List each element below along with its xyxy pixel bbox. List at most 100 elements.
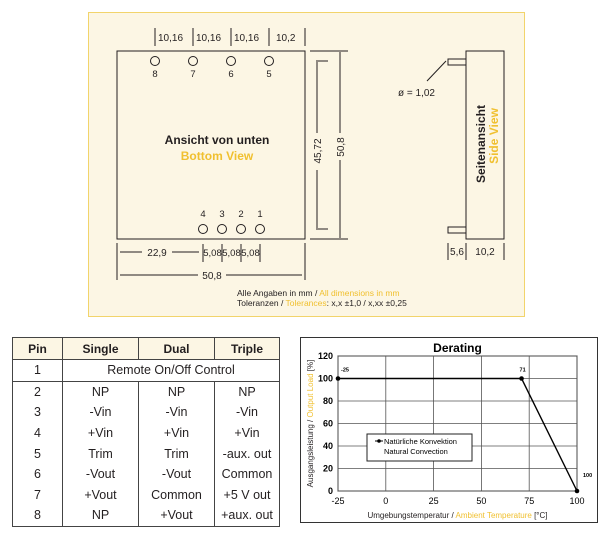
pin-assignment-table: Pin Single Dual Triple 1 Remote On/Off C… bbox=[12, 337, 280, 527]
triple-cell: Common bbox=[214, 463, 280, 485]
legend-label-de: Natürliche Konvektion bbox=[384, 437, 457, 446]
x-tick-label: 100 bbox=[569, 496, 584, 506]
side-pin-bottom bbox=[447, 226, 467, 234]
pin-number: 3 bbox=[12, 402, 63, 423]
single-cell: +Vout bbox=[62, 484, 139, 506]
legend-box bbox=[366, 433, 473, 462]
pin-label-5: 5 bbox=[266, 69, 271, 80]
dual-cell: Common bbox=[138, 484, 215, 506]
triple-cell: +5 V out bbox=[214, 484, 280, 506]
header-single: Single bbox=[62, 337, 139, 360]
pin-label-4: 4 bbox=[200, 209, 205, 220]
single-cell: NP bbox=[62, 381, 139, 403]
pin-number: 1 bbox=[12, 359, 63, 382]
dim-width: 50,8 bbox=[202, 271, 222, 282]
header-pin: Pin bbox=[12, 337, 63, 360]
data-point bbox=[335, 376, 341, 381]
chart-title: Derating bbox=[433, 341, 482, 355]
dimension-drawing-panel bbox=[88, 12, 525, 317]
x-tick-label: 50 bbox=[476, 496, 486, 506]
dim-side-height: 10,2 bbox=[475, 247, 495, 258]
pin-5-hole bbox=[264, 56, 274, 66]
single-cell: -Vin bbox=[62, 402, 139, 423]
dim-top-4: 10,2 bbox=[276, 33, 296, 44]
dual-cell: NP bbox=[138, 381, 215, 403]
pin-diameter: ø = 1,02 bbox=[398, 88, 435, 99]
notes-dimensions: Alle Angaben in mm / All dimensions in m… bbox=[237, 288, 400, 298]
data-label: -25 bbox=[341, 368, 349, 374]
data-label: 100 bbox=[583, 473, 592, 479]
data-label: 71 bbox=[520, 368, 526, 374]
dual-cell: -Vout bbox=[138, 463, 215, 485]
pin-label-1: 1 bbox=[257, 209, 262, 220]
legend-marker bbox=[377, 439, 381, 443]
dual-cell: +Vin bbox=[138, 422, 215, 444]
pin-4-hole bbox=[198, 224, 208, 234]
pin-number: 8 bbox=[12, 505, 63, 527]
single-cell: -Vout bbox=[62, 463, 139, 485]
dim-side-standoff: 5,6 bbox=[450, 247, 464, 258]
header-dual: Dual bbox=[138, 337, 215, 360]
data-point bbox=[574, 488, 580, 494]
dim-pitch-3: 5,08 bbox=[241, 248, 260, 259]
y-tick-label: 60 bbox=[323, 419, 333, 429]
pin-2-hole bbox=[236, 224, 246, 234]
dim-pitch-2: 5,08 bbox=[222, 248, 241, 259]
module-body-side-view bbox=[465, 50, 505, 240]
y-tick-label: 80 bbox=[323, 396, 333, 406]
single-cell: NP bbox=[62, 505, 139, 527]
single-cell: Trim bbox=[62, 443, 139, 464]
legend-label-en: Natural Convection bbox=[384, 447, 448, 456]
pin-label-6: 6 bbox=[228, 69, 233, 80]
pin-6-hole bbox=[226, 56, 236, 66]
data-point bbox=[519, 376, 524, 381]
pin-number: 6 bbox=[12, 463, 63, 485]
x-tick-label: 25 bbox=[429, 496, 439, 506]
dim-offset: 22,9 bbox=[147, 248, 167, 259]
y-tick-label: 40 bbox=[323, 441, 333, 451]
dual-cell: -Vin bbox=[138, 402, 215, 423]
table-header-row: Pin Single Dual Triple bbox=[12, 337, 280, 360]
pin-number: 5 bbox=[12, 443, 63, 464]
header-triple: Triple bbox=[214, 337, 280, 360]
triple-cell: -aux. out bbox=[214, 443, 280, 464]
dim-top-2: 10,16 bbox=[196, 33, 221, 44]
pin-7-hole bbox=[188, 56, 198, 66]
dim-pitch-1: 5,08 bbox=[203, 248, 222, 259]
pin-1-hole bbox=[255, 224, 265, 234]
y-axis-label: Ausgangsleistung / Output Load [%] bbox=[306, 360, 315, 488]
y-tick-label: 100 bbox=[318, 374, 333, 384]
x-tick-label: -25 bbox=[331, 496, 344, 506]
side-pin-top bbox=[447, 58, 467, 66]
dim-outer-height: 50,8 bbox=[336, 137, 347, 157]
triple-cell: NP bbox=[214, 381, 280, 403]
pin-number: 4 bbox=[12, 422, 63, 444]
pin-label-8: 8 bbox=[152, 69, 157, 80]
pin-number: 2 bbox=[12, 381, 63, 403]
side-view-title-en: Side View bbox=[487, 107, 501, 163]
mechanical-drawing: 10,16 10,16 10,16 10,2 8 7 6 5 4 3 2 1 2… bbox=[116, 28, 505, 308]
x-tick-label: 0 bbox=[383, 496, 388, 506]
y-tick-label: 0 bbox=[328, 486, 333, 496]
dim-top-1: 10,16 bbox=[158, 33, 183, 44]
pin-number: 7 bbox=[12, 484, 63, 506]
pin-8-hole bbox=[150, 56, 160, 66]
table-row: 3-Vin-Vin-Vin bbox=[12, 402, 280, 423]
triple-cell: -Vin bbox=[214, 402, 280, 423]
single-cell: +Vin bbox=[62, 422, 139, 444]
dual-cell: Trim bbox=[138, 443, 215, 464]
notes-tolerances: Toleranzen / Tolerances: x,x ±1,0 / x,xx… bbox=[237, 298, 407, 308]
y-tick-label: 20 bbox=[323, 464, 333, 474]
dual-cell: +Vout bbox=[138, 505, 215, 527]
y-tick-label: 120 bbox=[318, 351, 333, 361]
bottom-view-title-en: Bottom View bbox=[181, 149, 254, 163]
dim-inner-height: 45,72 bbox=[313, 138, 324, 163]
x-tick-label: 75 bbox=[524, 496, 534, 506]
table-row: 4+Vin+Vin+Vin bbox=[12, 422, 280, 444]
